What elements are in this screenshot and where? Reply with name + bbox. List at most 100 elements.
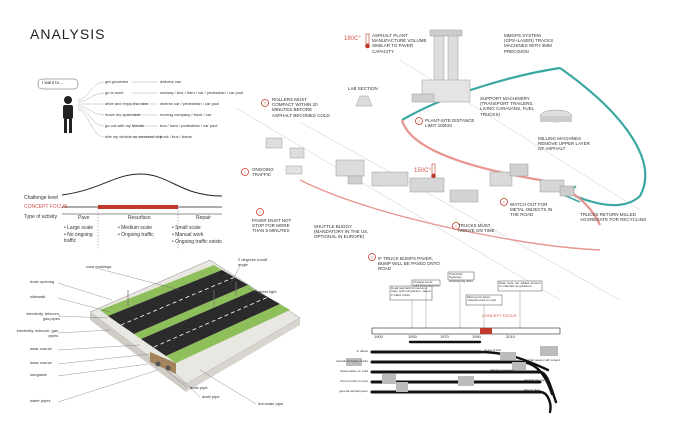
column-heading: Repair	[196, 215, 211, 221]
road-label: electricity, telecom, gas pipes	[16, 328, 58, 338]
timeline-callout: Mixing tool driven material stuck to roa…	[467, 295, 496, 303]
column-item: • Large scale	[64, 225, 93, 231]
left-green-strip	[100, 265, 222, 316]
timeline-year: 2010	[506, 334, 515, 339]
timeline-year: 1990	[472, 334, 481, 339]
need-place: diverse car / pedestrian / car pool	[160, 101, 220, 106]
thermometer-icon	[365, 33, 370, 49]
rollers-note: ROLLERS MUST COMPACT WITHIN 20 MINUTES B…	[272, 97, 330, 118]
paving-machines	[265, 137, 575, 203]
road-label: base course	[30, 360, 52, 365]
bump-note: IF TRUCK BUMPS PAVER, BUMP WILL BE PAVED…	[378, 256, 440, 272]
timeline-right-label: Vehicle pavement	[490, 368, 514, 372]
road-label: hot water pipe	[258, 401, 284, 406]
warning-icon	[452, 222, 460, 230]
warning-icon	[415, 117, 423, 125]
activity-type-label: Type of activity	[24, 214, 58, 220]
timeline-right-label: Asphalt mix carrier	[524, 378, 549, 382]
road-label: electricity, telecom, gas pipes	[26, 311, 60, 321]
column-item: • Manual work	[172, 232, 204, 238]
return-note: TRUCKS RETURN MILLED AGGREGATE FOR RECYC…	[580, 212, 647, 223]
challenge-curve	[61, 173, 223, 197]
lab-flask-icon	[355, 95, 373, 107]
bubble-text: I want to…	[42, 80, 64, 85]
need-action: go to work	[105, 90, 124, 95]
column-heading: Pave	[78, 215, 90, 221]
road-label: road markings	[86, 264, 112, 269]
return-route	[401, 66, 561, 121]
ongoing-traffic-note: ONGOING TRAFFIC	[252, 167, 274, 178]
need-place: bus / tram / pedestrian / car pool	[160, 123, 218, 128]
page-title: ANALYSIS	[30, 26, 106, 42]
vehicle-thumbnails	[346, 346, 558, 392]
person-icon	[63, 96, 73, 133]
timeline-row-label: Dump trucks to pave	[340, 379, 368, 383]
concept-focus-marker	[480, 328, 492, 334]
timeline-year: 1950	[408, 334, 417, 339]
timeline-callout: Prioritized highways between big cities	[449, 272, 473, 283]
vehicle-thumbnail	[512, 362, 526, 370]
delivery-route	[400, 119, 601, 226]
timeline-right-label: Paving fleet	[524, 388, 540, 392]
column-item: • Small scale	[172, 225, 201, 231]
site-temperature: 150C°	[414, 168, 431, 174]
timeline-row-label: general asphalt paver	[339, 389, 368, 393]
timeline-axis	[371, 327, 561, 335]
warning-icon	[261, 99, 269, 107]
timeline-right-label: Heavy & fast	[484, 348, 502, 352]
timeline-year: 1900	[374, 334, 383, 339]
timeline-row-label: Steamrollers on road	[340, 369, 368, 373]
warning-icons	[241, 99, 508, 261]
tank-truck-icon	[539, 109, 573, 123]
warning-icon	[241, 168, 249, 176]
need-place: subway / bus / tram / car / pedestrian /…	[160, 90, 244, 95]
site-distance-note: PLANT-SITE DISTANCE LIMIT 100KM	[425, 118, 475, 129]
column-item: • Ongoing traffic	[118, 232, 154, 238]
need-action: get groceries	[105, 79, 129, 84]
need-place: moving company / truck / car	[160, 112, 212, 117]
timeline-concept-label: CONCEPT FOCUS	[482, 313, 517, 318]
svg-text:!: !	[503, 200, 504, 205]
road-label: water pipes	[30, 398, 51, 403]
timeline-right-label: Asphalt pavers with screed	[524, 358, 560, 362]
road-lane-right	[141, 290, 280, 356]
speech-bubble	[37, 78, 79, 90]
timeline-callout: Data, tools, etc. added: amount of mater…	[499, 281, 541, 289]
asphalt-plant-icon	[411, 29, 471, 103]
warning-icon	[500, 198, 508, 206]
thermometer-icon	[431, 163, 436, 179]
road-label: sidewalk	[30, 294, 46, 299]
svg-text:!: !	[418, 119, 419, 124]
metal-note: WATCH OUT FOR METAL OBJECTS IN THE ROAD	[510, 202, 553, 218]
concept-focus-bar	[98, 205, 178, 209]
svg-text:!: !	[264, 101, 265, 106]
right-green-strip	[166, 304, 290, 363]
vehicle-thumbnail	[540, 346, 558, 356]
svg-text:!: !	[371, 255, 372, 260]
timeline-callout: Cheaply found road improvements	[413, 280, 439, 288]
need-action: ride my vehicle on weekend city	[105, 134, 162, 139]
median-strip	[134, 285, 255, 339]
milling-note: MILLING MACHINES REMOVE UPPER LAYER OF A…	[538, 136, 590, 152]
timeline-callout: Road (asphalt) formed as a roller, with …	[391, 286, 431, 297]
lab-label: LAB SECTION	[348, 86, 378, 91]
support-note: SUPPORT MACHINERY (TRANSPORT TRAILERS, L…	[480, 96, 534, 117]
need-action: move my apartment	[105, 112, 141, 117]
shuttle-note: SHUTTLE BUGGY (MANDATORY IN THE US, OPTI…	[314, 224, 369, 240]
need-place: truck / bus / trams	[160, 134, 192, 139]
road-label: drain pipe	[202, 394, 220, 399]
plant-temperature: 180C°	[344, 36, 361, 42]
timeline-year: 1970	[440, 334, 449, 339]
warning-icon	[368, 253, 376, 261]
column-heading: Resurface	[128, 215, 151, 221]
svg-text:!: !	[259, 210, 260, 215]
svg-text:!: !	[455, 224, 456, 229]
column-item: • Ongoing traffic exists	[172, 239, 222, 245]
warning-icon	[256, 208, 264, 216]
svg-text:!: !	[244, 170, 245, 175]
